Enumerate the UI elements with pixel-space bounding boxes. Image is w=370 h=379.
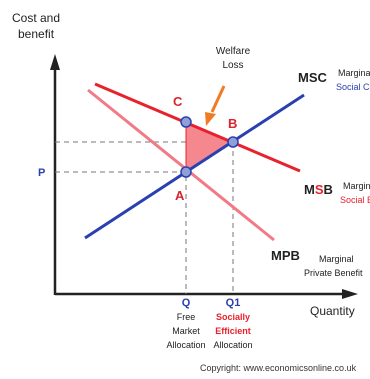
mpb-desc-line1: Marginal	[319, 254, 354, 264]
q-caption-line2: Market	[172, 326, 200, 336]
copyright-text: Copyright: www.economicsonline.co.uk	[200, 363, 357, 373]
point-a-marker	[180, 166, 192, 178]
point-c-marker	[180, 116, 192, 128]
q1-tick-label: Q1	[226, 297, 241, 309]
welfare-loss-arrow-icon	[205, 112, 216, 126]
q1-caption-line3: Allocation	[213, 340, 252, 350]
msb-curve	[94, 82, 301, 173]
q-tick-label: Q	[182, 297, 191, 309]
msb-label-b: B	[324, 182, 333, 197]
q1-caption-line2: Efficient	[215, 326, 251, 336]
q-caption-line1: Free	[177, 312, 196, 322]
x-axis-arrowhead	[342, 289, 358, 299]
mpb-curve	[87, 88, 275, 242]
mpb-label: MPB	[271, 248, 300, 263]
point-c-label: C	[173, 94, 183, 109]
p-tick-label: P	[38, 167, 45, 179]
y-axis-label-line1: Cost and	[12, 11, 60, 25]
y-axis-label-line2: benefit	[18, 27, 55, 41]
point-a-label: A	[175, 188, 185, 203]
msc-desc-line2: Social Cost	[336, 82, 370, 92]
msb-label: MSB	[304, 182, 333, 197]
msb-desc-line1: Marginal	[343, 181, 370, 191]
msc-label: MSC	[298, 70, 328, 85]
welfare-loss-label-line2: Loss	[222, 60, 243, 71]
x-axis-label: Quantity	[310, 304, 355, 318]
point-b-marker	[227, 136, 239, 148]
q-caption-line3: Allocation	[166, 340, 205, 350]
y-axis-arrowhead	[50, 54, 60, 70]
point-b-label: B	[228, 116, 237, 131]
welfare-loss-arrow-shaft	[210, 85, 226, 113]
msc-curve	[84, 93, 305, 240]
msb-desc-line2: Social Benefit	[340, 195, 370, 205]
msb-label-s: S	[315, 182, 324, 197]
welfare-loss-label-line1: Welfare	[216, 46, 251, 57]
msb-label-m: M	[304, 182, 315, 197]
q1-caption-line1: Socially	[216, 312, 250, 322]
msc-desc-line1: Marginal	[338, 68, 370, 78]
mpb-desc-line2: Private Benefit	[304, 268, 363, 278]
